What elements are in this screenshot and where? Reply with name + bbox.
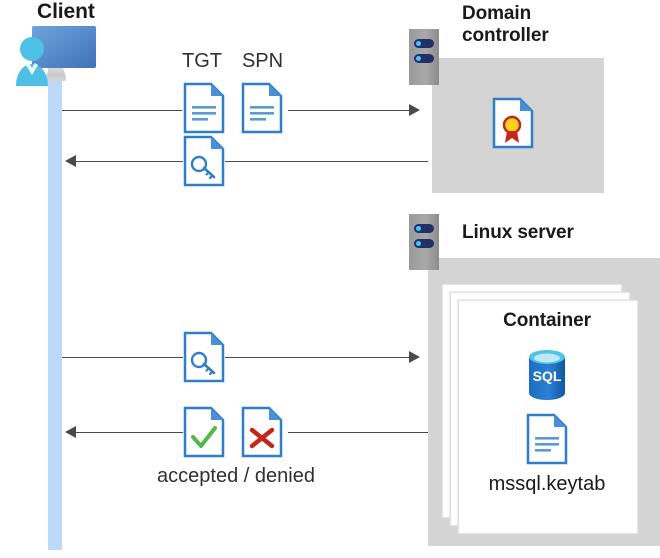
arrow-head-to-client-ticket — [65, 155, 76, 167]
client-lifeline — [48, 58, 62, 550]
rack-led-icon — [416, 56, 421, 61]
arrow-head-to-domain-controller — [409, 104, 420, 116]
client-label: Client — [37, 0, 95, 23]
domain-controller-server-rack-icon — [409, 29, 439, 85]
svg-text:SQL: SQL — [533, 368, 562, 384]
accepted-document-icon — [183, 406, 225, 458]
flow-line-verdict-right — [288, 432, 428, 433]
certificate-document-icon — [492, 97, 534, 149]
keytab-document-icon — [526, 413, 568, 465]
linux-server-server-rack-icon — [409, 214, 439, 270]
rack-led-icon — [416, 241, 421, 246]
rack-bar-top — [414, 39, 434, 48]
linux-server-label: Linux server — [462, 222, 574, 243]
verdict-caption: accepted / denied — [157, 465, 315, 487]
desktop-user-icon — [8, 22, 104, 88]
rack-led-icon — [416, 41, 421, 46]
flow-line-request-left — [62, 110, 182, 111]
key-document-icon — [183, 331, 225, 383]
flow-line-ticket-right — [225, 161, 428, 162]
arrow-head-to-client-verdict — [65, 426, 76, 438]
keytab-filename-label: mssql.keytab — [488, 473, 606, 495]
rack-bar-bottom — [414, 239, 434, 248]
flow-line-ticket-left — [76, 161, 183, 162]
container-label: Container — [503, 310, 591, 331]
arrow-head-to-linux-server — [409, 351, 420, 363]
spn-label: SPN — [241, 50, 284, 72]
denied-document-icon — [241, 406, 283, 458]
tgt-document-icon — [183, 82, 225, 134]
rack-bar-top — [414, 224, 434, 233]
spn-document-icon — [241, 82, 283, 134]
key-document-icon — [183, 135, 225, 187]
flow-line-request-right — [288, 110, 409, 111]
sql-database-icon: SQL — [522, 347, 572, 403]
flow-line-present-left — [62, 357, 183, 358]
domain-controller-label: Domain controller — [462, 3, 549, 46]
flow-line-present-right — [225, 357, 409, 358]
rack-led-icon — [416, 226, 421, 231]
tgt-label: TGT — [182, 50, 222, 72]
flow-line-verdict-left — [76, 432, 183, 433]
rack-bar-bottom — [414, 54, 434, 63]
